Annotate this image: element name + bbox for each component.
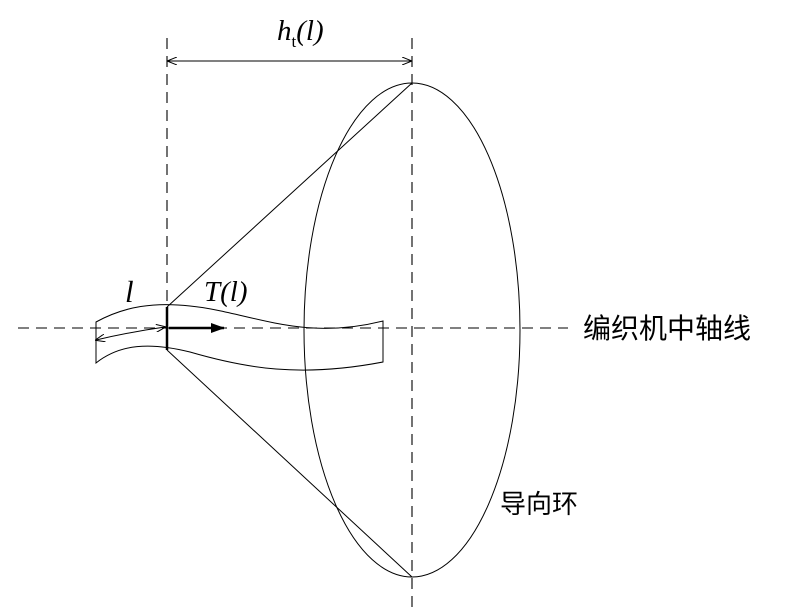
axis-label: 编织机中轴线: [583, 312, 751, 345]
guide-ring-label: 导向环: [500, 490, 578, 520]
length-label: l: [125, 274, 134, 309]
cone-lower-line: [166, 349, 413, 578]
mandrel-tube-shape: [95, 304, 384, 371]
length-arrow: [96, 327, 165, 340]
tension-label: T(l): [204, 276, 248, 308]
height-label: ht(l): [277, 15, 324, 51]
cone-upper-line: [166, 82, 413, 308]
